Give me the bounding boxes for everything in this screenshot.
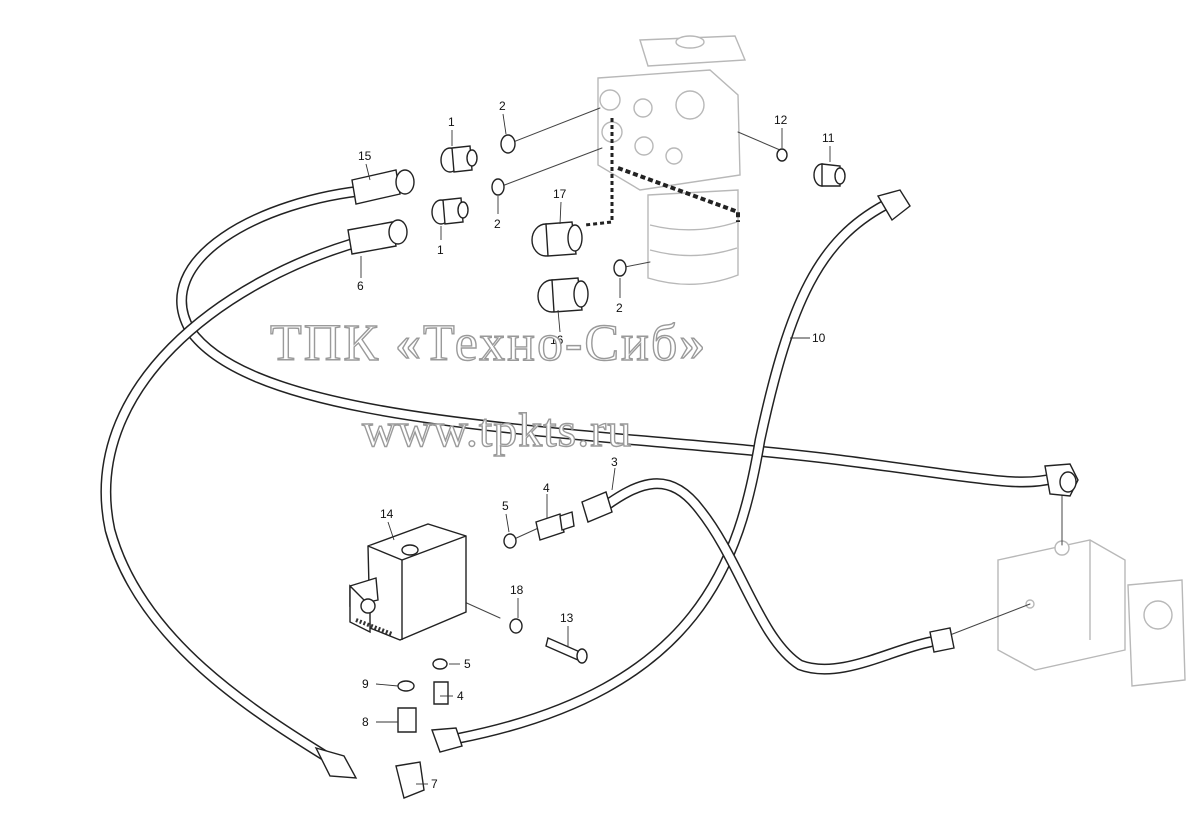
leader-lines bbox=[360, 113, 831, 785]
plug-17 bbox=[531, 221, 583, 257]
callout-10: 10 bbox=[812, 331, 826, 345]
valve-block-14 bbox=[349, 523, 467, 641]
bolt-13 bbox=[545, 637, 588, 664]
adapter-11 bbox=[813, 163, 846, 187]
callout-2-middle: 2 bbox=[494, 217, 501, 231]
callout-5-upper: 5 bbox=[502, 499, 509, 513]
hose-end-15 bbox=[351, 169, 415, 205]
callout-2-lower: 2 bbox=[616, 301, 623, 315]
callout-12: 12 bbox=[774, 113, 788, 127]
washer-18 bbox=[509, 618, 523, 634]
callout-11: 11 bbox=[822, 131, 835, 145]
hose-end-6 bbox=[347, 219, 408, 255]
plug-16 bbox=[537, 277, 589, 313]
callout-16: 16 bbox=[550, 333, 564, 347]
adapter-4-lower bbox=[433, 681, 449, 705]
elbow-10-lower bbox=[431, 727, 463, 753]
callout-1-upper: 1 bbox=[448, 115, 455, 129]
callout-17: 17 bbox=[553, 187, 567, 201]
adapter-4-upper bbox=[535, 511, 575, 541]
hose-end-3 bbox=[581, 491, 955, 653]
callout-1-lower: 1 bbox=[437, 243, 444, 257]
callout-3: 3 bbox=[611, 455, 618, 469]
o-rings-2 bbox=[397, 134, 788, 692]
assembly-link-dashed bbox=[584, 118, 740, 227]
watermark-url: www.tpkts.ru bbox=[362, 404, 632, 457]
callout-18: 18 bbox=[510, 583, 524, 597]
callout-4-upper: 4 bbox=[543, 481, 550, 495]
elbow-15-end bbox=[1044, 463, 1079, 497]
callout-4-lower: 4 bbox=[457, 689, 464, 703]
callout-6: 6 bbox=[357, 279, 364, 293]
callout-13: 13 bbox=[560, 611, 574, 625]
callout-labels: 1 1 2 2 2 3 4 4 5 5 6 7 8 9 10 11 12 13 … bbox=[357, 99, 835, 791]
elbow-7 bbox=[395, 761, 425, 799]
watermark: ТПК «Техно-Сиб» www.tpkts.ru bbox=[269, 314, 707, 457]
adapter-1-lower bbox=[431, 197, 469, 225]
callout-14: 14 bbox=[380, 507, 394, 521]
callout-8: 8 bbox=[362, 715, 369, 729]
elbow-10-end bbox=[876, 189, 911, 222]
watermark-company: ТПК «Техно-Сиб» bbox=[270, 315, 707, 372]
steering-unit-ghost bbox=[597, 35, 1186, 687]
hose-end-6-lower bbox=[314, 746, 358, 779]
callout-7: 7 bbox=[431, 777, 438, 791]
adapter-1-upper bbox=[440, 145, 478, 173]
callout-9: 9 bbox=[362, 677, 369, 691]
callout-5-lower: 5 bbox=[464, 657, 471, 671]
hoses bbox=[100, 107, 1063, 771]
callout-15: 15 bbox=[358, 149, 372, 163]
callout-2-upper: 2 bbox=[499, 99, 506, 113]
adapter-8 bbox=[397, 707, 417, 733]
